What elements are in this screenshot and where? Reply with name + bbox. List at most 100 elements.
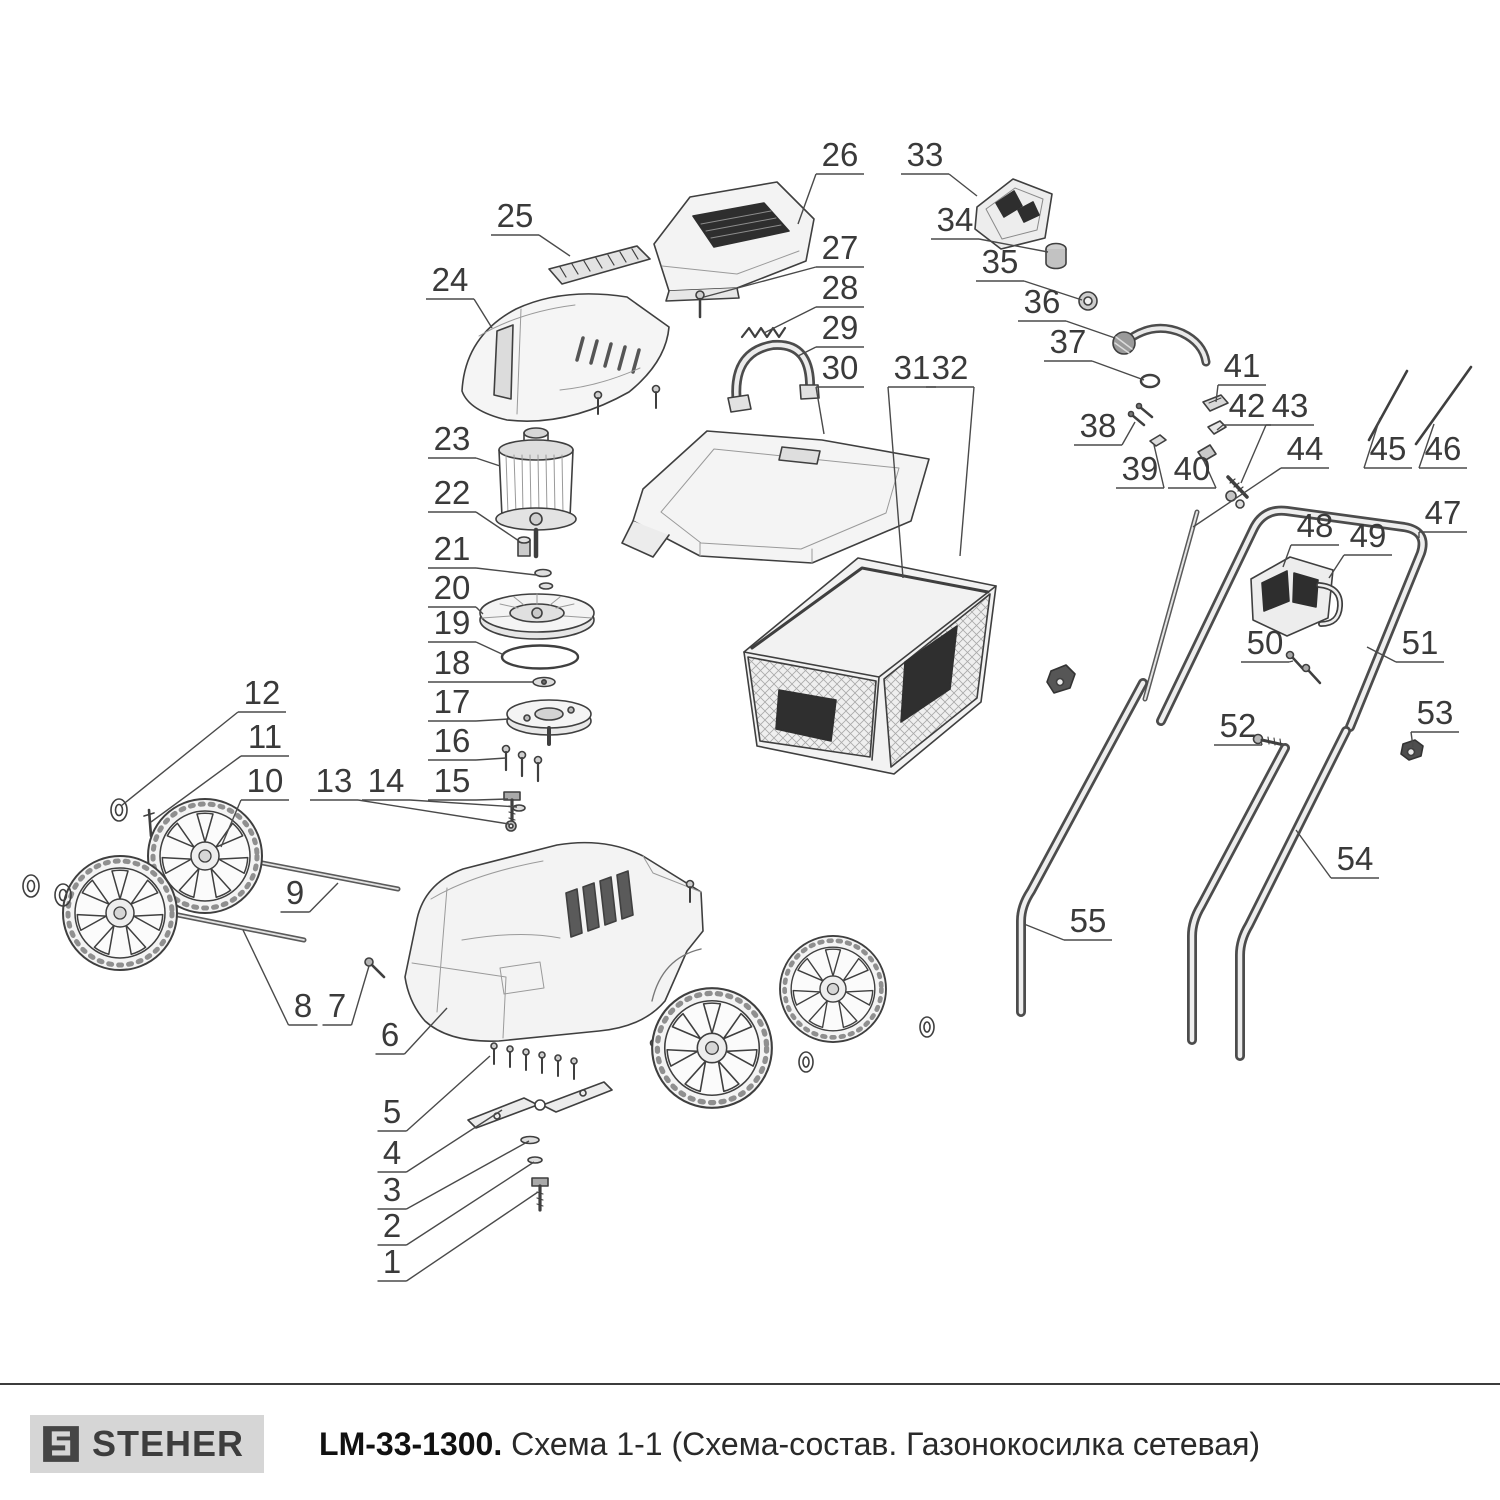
part-24-motor-cover <box>461 293 670 422</box>
leader-line-27 <box>703 266 817 298</box>
steher-logo-icon <box>43 1426 79 1462</box>
part-25-vent-strip <box>548 245 651 285</box>
cover-screws <box>593 384 661 415</box>
leader-line-46 <box>1418 423 1435 469</box>
part-20-impeller <box>479 593 595 640</box>
leader-line-55 <box>1023 923 1065 941</box>
leader-line-11 <box>150 755 242 823</box>
part-47-upper-handle <box>1156 505 1428 732</box>
leader-line-20 <box>475 606 484 615</box>
leader-line-14 <box>409 799 518 808</box>
part-label-39: 39 <box>1122 450 1159 487</box>
part-label-18: 18 <box>434 644 471 681</box>
part-53-nut <box>1400 739 1424 761</box>
leader-line-39 <box>1153 444 1165 489</box>
leader-line-43 <box>1240 424 1267 484</box>
part-label-24: 24 <box>432 261 469 298</box>
part-label-17: 17 <box>434 683 471 720</box>
part-3-washer <box>520 1135 540 1145</box>
leader-line-8 <box>242 929 290 1026</box>
leader-line-31 <box>887 386 904 579</box>
part-label-33: 33 <box>907 136 944 173</box>
part-label-38: 38 <box>1080 407 1117 444</box>
part-label-53: 53 <box>1417 694 1454 731</box>
model-number: LM-33-1300. <box>319 1425 503 1462</box>
footer: STEHER LM-33-1300. Схема 1-1 (Схема-сост… <box>0 1383 1500 1473</box>
part-label-19: 19 <box>434 604 471 641</box>
part-4-blade <box>467 1081 613 1129</box>
part-label-52: 52 <box>1220 707 1257 744</box>
part-label-23: 23 <box>434 420 471 457</box>
leader-line-33 <box>948 173 978 197</box>
part-label-47: 47 <box>1425 494 1462 531</box>
part-30-deck-cover <box>621 430 930 564</box>
leader-line-19 <box>475 641 505 656</box>
wheel-front-right <box>652 988 772 1108</box>
leader-line-38 <box>1121 421 1136 446</box>
part-label-1: 1 <box>383 1243 401 1280</box>
steher-logo-text: STEHER <box>92 1423 245 1464</box>
part-21-washers <box>534 568 554 590</box>
part-50-screws <box>1285 650 1322 685</box>
part-18-washer <box>532 676 556 688</box>
part-label-51: 51 <box>1402 624 1439 661</box>
leader-line-21 <box>475 567 537 576</box>
part-label-32: 32 <box>932 349 969 386</box>
leader-line-48 <box>1282 544 1292 568</box>
part-label-41: 41 <box>1224 347 1261 384</box>
leader-line-2 <box>406 1161 535 1246</box>
leader-line-25 <box>538 234 571 257</box>
leader-line-36 <box>1065 320 1116 339</box>
part-38-pins <box>1127 402 1154 427</box>
part-29-carry-handle <box>727 339 820 413</box>
part-23-motor <box>495 427 577 559</box>
part-27-screw <box>695 290 705 319</box>
part-45-cable <box>1367 369 1409 442</box>
part-label-10: 10 <box>247 762 284 799</box>
part-8-axle <box>165 910 307 943</box>
part-label-16: 16 <box>434 722 471 759</box>
leader-line-51 <box>1366 646 1397 663</box>
part-5-screws <box>490 1042 578 1080</box>
part-54-lower-handle <box>1187 726 1351 1061</box>
part-label-5: 5 <box>383 1093 401 1130</box>
hub-washers-right <box>798 1016 935 1073</box>
leader-line-41 <box>1215 384 1219 403</box>
part-46-cable <box>1414 365 1473 446</box>
part-37-o-ring <box>1139 373 1161 389</box>
leader-line-45 <box>1363 417 1381 469</box>
leader-line-24 <box>473 298 493 329</box>
scheme-description: Схема 1-1 (Схема-состав. Газонокосилка с… <box>502 1425 1261 1462</box>
part-13-nut <box>505 820 517 832</box>
part-16-screws <box>501 744 543 783</box>
part-label-42: 42 <box>1229 387 1266 424</box>
leader-lines <box>120 173 1467 1282</box>
leader-line-54 <box>1295 829 1332 879</box>
part-label-54: 54 <box>1337 840 1374 877</box>
part-label-37: 37 <box>1050 323 1087 360</box>
part-19-ring <box>500 644 580 670</box>
leader-line-13 <box>357 799 510 825</box>
part-label-43: 43 <box>1272 387 1309 424</box>
part-6-deck-body <box>404 841 704 1042</box>
part-label-35: 35 <box>982 243 1019 280</box>
part-label-49: 49 <box>1350 517 1387 554</box>
wheel-rear-right <box>780 936 886 1042</box>
part-label-34: 34 <box>937 201 974 238</box>
leader-line-50 <box>1288 660 1294 663</box>
leader-line-16 <box>475 757 507 761</box>
part-label-11: 11 <box>248 718 282 755</box>
leader-line-49 <box>1328 554 1345 579</box>
leader-line-34 <box>978 238 1049 253</box>
part-label-8: 8 <box>294 987 312 1024</box>
part-39-washer <box>1149 434 1167 447</box>
part-label-44: 44 <box>1287 430 1324 467</box>
hub-washers-left <box>22 874 72 907</box>
leader-line-40 <box>1202 458 1217 489</box>
part-26-top-cover <box>653 181 815 302</box>
part-label-22: 22 <box>434 474 471 511</box>
part-label-3: 3 <box>383 1171 401 1208</box>
part-label-21: 21 <box>434 530 471 567</box>
